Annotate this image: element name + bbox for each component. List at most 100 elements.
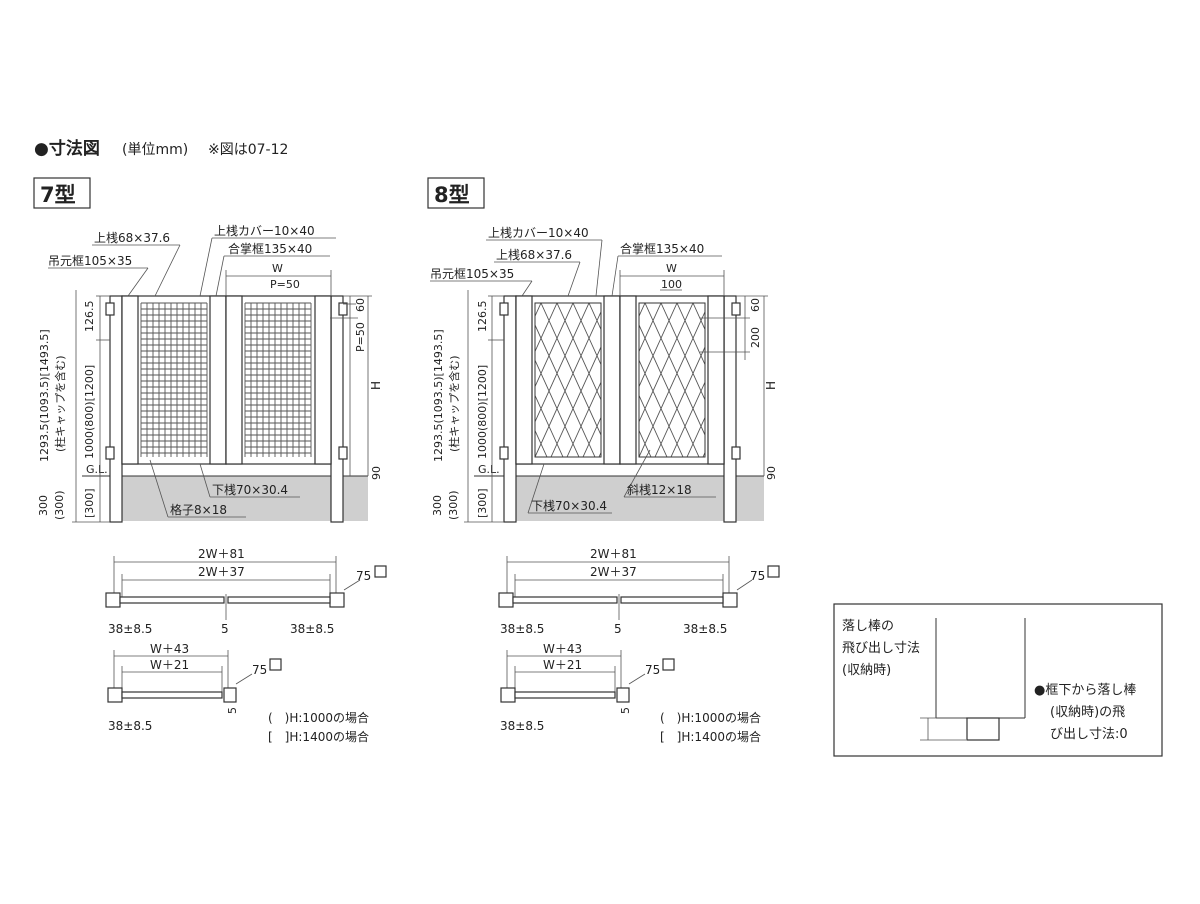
type8-height-total: 1293.5(1093.5)[1493.5] [432,329,445,462]
type8-diag-label: 斜桟12×18 [627,483,692,497]
type7-label: 7型 [40,183,76,207]
type7-hinge-frame: 吊元框105×35 [48,254,132,268]
type8-right-leaf [619,295,725,465]
legend-bracket: [ ]H:1400の場合 [268,729,369,744]
type8-embed-300: 300 [431,495,444,516]
type7-height-gate: 1000(800)[1200] [83,365,96,459]
type7-gl: G.L. [86,463,108,476]
type7-double-outer: 2W＋81 [198,547,245,561]
type7-dim-w: W [272,262,283,275]
type7-lattice-label: 格子8×18 [170,502,227,517]
type7-dim-90: 90 [370,466,383,480]
type7-label-box [33,177,91,209]
type7-gap: 5 [221,622,229,636]
type8-label-box [427,177,485,209]
type8-embed-300-bracket: [300] [476,488,489,518]
type7-embed-300: 300 [37,495,50,516]
type8-embed-300-paren: (300) [447,490,460,520]
legend-bracket-8: [ ]H:1400の場合 [660,729,761,744]
dropbar-note-1: ●框下から落し棒 [1034,683,1136,698]
type8-single-outer: W＋43 [543,642,582,656]
type7-left-leaf [121,295,227,465]
dropbar-note-3: び出し寸法:0 [1050,727,1128,742]
type7-center-frame: 合掌框135×40 [228,241,312,256]
type8-hinge-frame: 吊元框105×35 [430,267,514,281]
type8-gap: 5 [614,622,622,636]
type8-single-gap: 5 [619,707,632,714]
type7-dim-1265: 126.5 [83,301,96,333]
type8-dim-90: 90 [765,466,778,480]
type7-side-left: 38±8.5 [108,622,152,636]
unit-note: (単位mm) [122,142,188,158]
type7-height-total: 1293.5(1093.5)[1493.5] [38,329,51,462]
type7-embed-300-bracket: [300] [83,488,96,518]
type7-left-post [109,295,123,523]
type8-dim-200: 200 [749,327,762,348]
type7-lattice-right [244,302,312,457]
type7-dim-h: H [369,381,383,390]
type8-lattice-left [534,302,602,458]
drawing-title: ●寸法図 [34,138,100,159]
type8-top-rail: 上桟68×37.6 [496,248,572,262]
type7-top-rail: 上桟68×37.6 [94,231,170,245]
type8-side-left: 38±8.5 [500,622,544,636]
type8-cover: 上桟カバー10×40 [488,226,589,240]
type8-dim-h: H [764,381,778,390]
dropbar-note-2: (収納時)の飛 [1050,705,1125,720]
type8-plan-double: 2W＋81 2W＋37 75 38±8.5 5 38±8.5 [498,547,780,636]
figure-note: ※図は07-12 [208,142,288,158]
type8-height-note: (柱キャップを含む) [447,355,461,452]
type8-left-post [503,295,517,523]
type7-single-side: 38±8.5 [108,719,152,733]
dropbar-label-1: 落し棒の [842,619,894,634]
type7-side-right: 38±8.5 [290,622,334,636]
type7-ground [120,476,368,521]
type7-bottom-rail: 下桟70×30.4 [212,483,288,497]
type7-dim-60: 60 [354,298,367,312]
type8-bottom-rail: 下桟70×30.4 [531,499,607,513]
type7-right-leaf [225,295,332,465]
legend-paren-8: ( )H:1000の場合 [660,710,761,725]
type7-meeting-stile-right [225,295,243,465]
type7-cover: 上桟カバー10×40 [214,224,315,238]
type8-lattice-right [638,302,706,458]
dropbar-label-2: 飛び出し寸法 [842,641,920,656]
type7-height-note: (柱キャップを含む) [53,355,67,452]
type8-dim-100: 100 [661,278,682,291]
type7-pitch-h: P=50 [270,278,300,291]
type7-single-inner: W＋21 [150,658,189,672]
legend-paren: ( )H:1000の場合 [268,710,369,725]
type7-single-post-75: 75 [252,663,267,677]
type8-single-side: 38±8.5 [500,719,544,733]
type8-plan-single: W＋43 W＋21 75 5 38±8.5 [500,642,675,733]
type7-single-gap: 5 [226,707,239,714]
type7-meeting-stile-left [209,295,227,465]
dropbar-detail: 落し棒の 飛び出し寸法 (収納時) ●框下から落し棒 (収納時)の飛 び出し寸法… [833,603,1163,757]
type7-post-75: 75 [356,569,371,583]
type8-height-gate: 1000(800)[1200] [476,365,489,459]
type8-label: 8型 [434,183,470,207]
type8-dim-1265: 126.5 [476,301,489,333]
type7-hinge-stile [121,295,139,465]
type8-post-75: 75 [750,569,765,583]
type8-right-post [723,295,737,523]
type8-single-inner: W＋21 [543,658,582,672]
type8-gl: G.L. [478,463,500,476]
type8-dim-60: 60 [749,298,762,312]
type8-dim-w: W [666,262,677,275]
type8-single-post-75: 75 [645,663,660,677]
type7-single-outer: W＋43 [150,642,189,656]
type8-side-right: 38±8.5 [683,622,727,636]
type8-left-leaf [515,295,621,465]
type7-right-post [330,295,344,523]
type7-plan-single: W＋43 W＋21 75 5 38±8.5 [107,642,282,733]
dropbar-label-3: (収納時) [842,663,891,678]
type7-pitch-v: P=50 [354,322,367,352]
type7-embed-300-paren: (300) [53,490,66,520]
type8-double-inner: 2W＋37 [590,565,637,579]
type7-double-inner: 2W＋37 [198,565,245,579]
type7-lattice-left [140,302,208,457]
type7-hinge-stile-right [314,295,332,465]
